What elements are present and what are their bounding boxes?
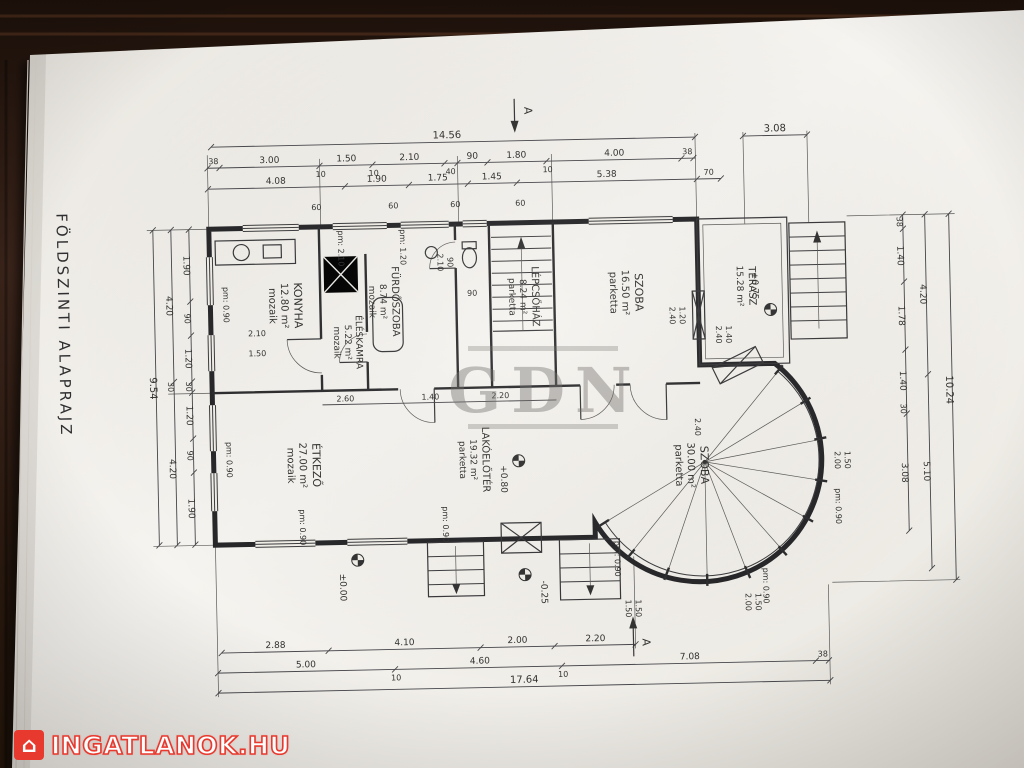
ingatlanok-logo-text: INGATLANOK.HU: [50, 730, 291, 761]
ingatlanok-logo: ⌂ INGATLANOK.HU: [14, 730, 291, 761]
ingatlanok-house-icon: ⌂: [14, 730, 44, 760]
